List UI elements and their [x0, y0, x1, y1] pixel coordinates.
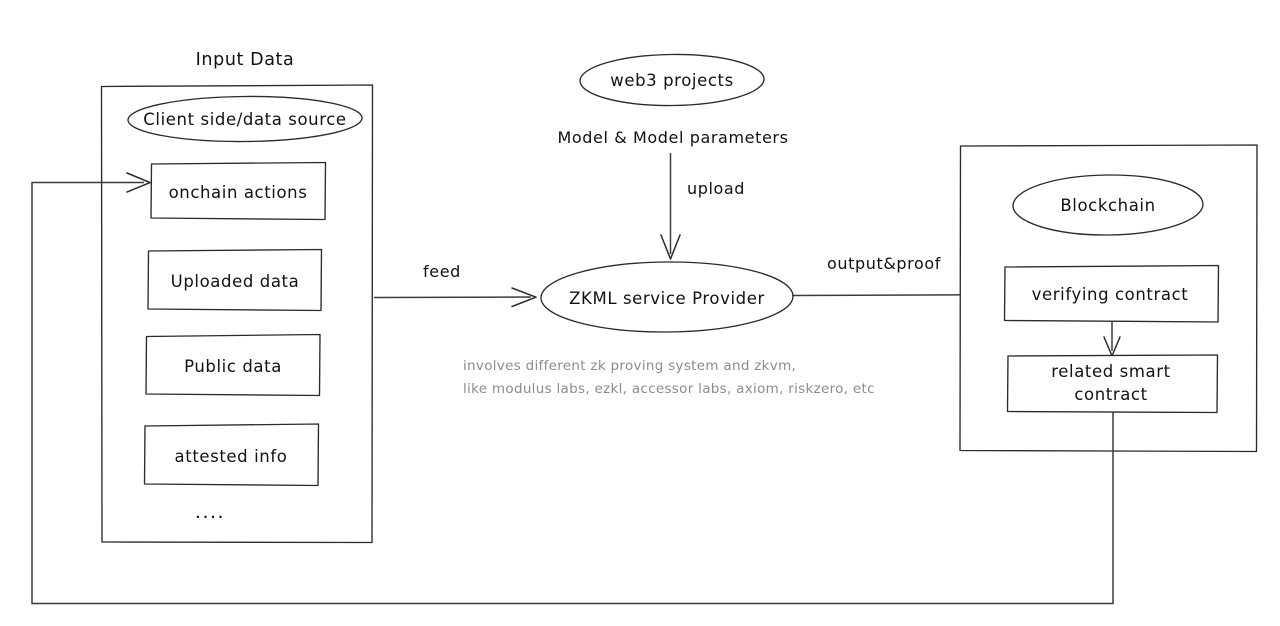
input-data-title: Input Data [196, 50, 295, 70]
note-line-2: like modulus labs, ezkl, accessor labs, … [463, 381, 875, 397]
onchain-actions-label: onchain actions [169, 183, 308, 202]
related-smart-contract-label-line1: related smart [1051, 362, 1170, 381]
feed-arrow-head [511, 287, 537, 308]
public-data-label: Public data [184, 357, 282, 376]
feed-edge-line [373, 296, 532, 299]
verifying-contract-box [1003, 264, 1220, 323]
related-smart-contract-box [1006, 354, 1219, 414]
related-smart-contract-node[interactable] [1006, 354, 1219, 414]
verifying-contract-label: verifying contract [1032, 285, 1189, 304]
blockchain-node[interactable] [1012, 174, 1204, 236]
web3-projects-label: web3 projects [610, 71, 734, 90]
client-side-label: Client side/data source [143, 110, 346, 129]
verifying-contract-node[interactable] [1003, 264, 1220, 323]
related-smart-contract-label-line2: contract [1074, 385, 1147, 404]
feedback-edge [31, 172, 1114, 605]
attested-info-label: attested info [175, 447, 288, 466]
client-side-ellipse [127, 95, 363, 143]
uploaded-data-box [147, 248, 323, 312]
onchain-actions-node[interactable] [150, 161, 327, 221]
zkml-provider-label: ZKML service Provider [569, 289, 765, 308]
feed-edge [373, 287, 537, 308]
public-data-box [145, 333, 321, 397]
feedback-edge-line [31, 181, 1114, 605]
upload-arrow-head [660, 234, 681, 260]
attested-info-box [143, 423, 320, 487]
upload-edge [660, 153, 681, 260]
upload-label: upload [687, 179, 745, 198]
client-side-node[interactable] [127, 95, 363, 143]
output-proof-edge-line [791, 294, 987, 297]
blockchain-label: Blockchain [1060, 196, 1155, 215]
model-parameters-label: Model & Model parameters [557, 128, 788, 147]
web3-projects-ellipse [579, 53, 765, 107]
attested-info-node[interactable] [143, 423, 320, 487]
web3-projects-node[interactable] [579, 53, 765, 107]
public-data-node[interactable] [145, 333, 321, 397]
uploaded-data-label: Uploaded data [171, 272, 300, 291]
ellipsis-label: .... [195, 501, 225, 523]
feedback-arrow-head [126, 172, 151, 193]
output-proof-label: output&proof [827, 254, 941, 273]
feed-label: feed [423, 262, 461, 281]
onchain-actions-box [150, 161, 327, 221]
note-line-1: involves different zk proving system and… [463, 358, 796, 374]
blockchain-ellipse [1012, 174, 1204, 236]
uploaded-data-node[interactable] [147, 248, 323, 312]
